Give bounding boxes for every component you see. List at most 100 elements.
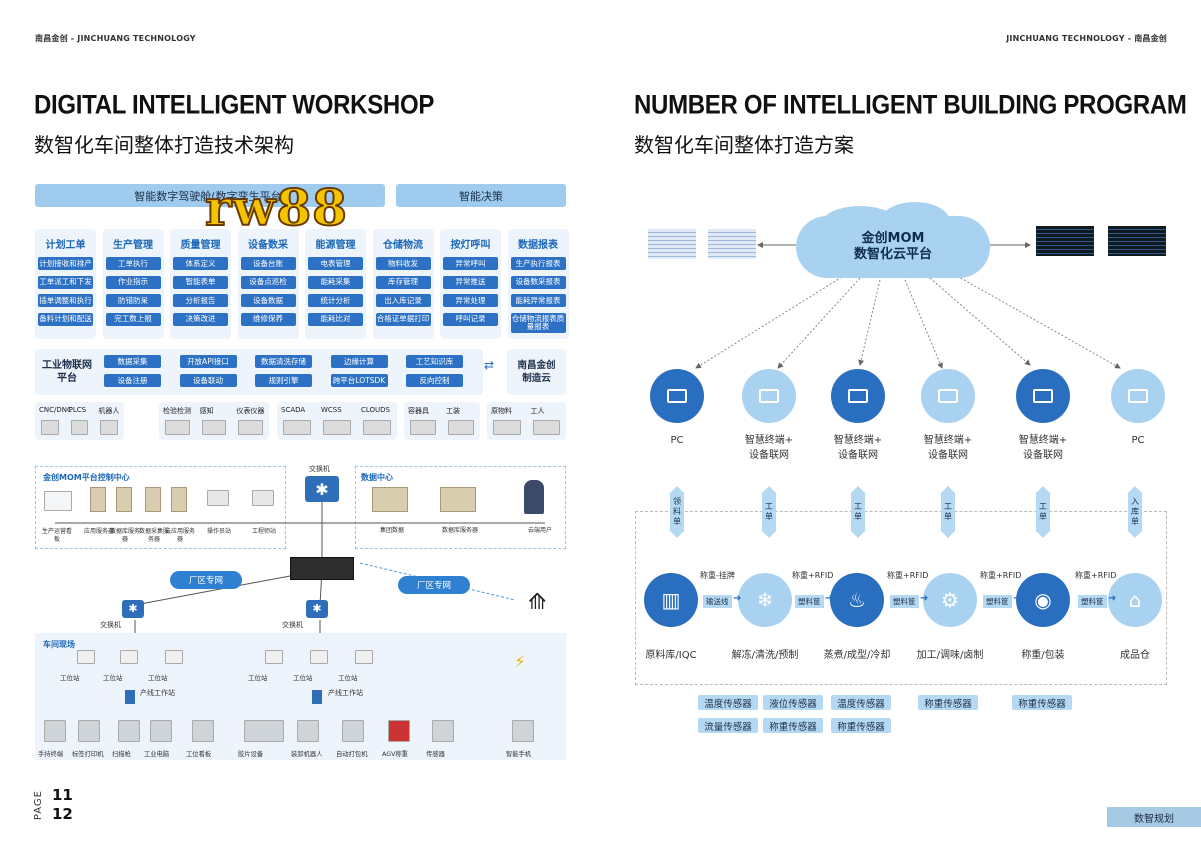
device-group-label: 工装 xyxy=(446,407,460,415)
module-column-head: 生产管理 xyxy=(113,240,153,251)
workstation-icon xyxy=(355,650,373,664)
floor-device-label: 标签打印机 xyxy=(72,751,104,758)
footer-section-tag: 数智规划 xyxy=(1107,807,1201,827)
iot-platform-label: 工业物联网平台 xyxy=(42,360,92,384)
module-column-head: 计划工单 xyxy=(45,240,86,251)
workstation-icon xyxy=(165,650,183,664)
floor-device-label: 工业电脑 xyxy=(144,751,170,758)
server-icon xyxy=(171,487,187,512)
terminal-icon xyxy=(848,389,868,403)
module-item: 出入库记录 xyxy=(375,294,431,307)
arrow-down-icon xyxy=(669,530,685,538)
iot-item: 开放API接口 xyxy=(179,355,237,368)
floor-device-icon xyxy=(244,720,284,742)
control-node-label: 云应用服务器 xyxy=(165,528,196,543)
process-circle: ♨ xyxy=(830,573,884,627)
module-item: 能耗比对 xyxy=(308,312,363,326)
terminal-circle xyxy=(650,369,704,423)
module-item: 工单派工和下发 xyxy=(38,275,93,289)
right-title-cn: 数智化车间整体打造方案 xyxy=(634,133,854,157)
line-station-icon-right xyxy=(312,690,322,704)
workstation-icon xyxy=(265,650,283,664)
module-item: 计划接收和排产 xyxy=(38,257,93,270)
device-thumbnail xyxy=(238,420,263,435)
arrow-down-icon xyxy=(850,530,866,538)
page-label: PAGE xyxy=(33,790,44,821)
cooking-icon: ⚙ xyxy=(941,588,959,612)
page-number-11: 11 xyxy=(52,786,73,804)
module-item: 插单调整和执行 xyxy=(38,294,93,307)
process-circle: ❄ xyxy=(738,573,792,627)
floor-device-icon xyxy=(388,720,410,742)
workstation-label: 工位站 xyxy=(338,674,358,682)
document-arrow: 工单 xyxy=(762,494,776,530)
sensor-tag: 称重传感器 xyxy=(1012,695,1072,710)
terminal-circle xyxy=(831,369,885,423)
module-item: 能耗异常报表 xyxy=(510,294,566,307)
report-thumbnail-1 xyxy=(648,229,696,259)
iot-item: 规则引擎 xyxy=(255,374,312,387)
terminal-circle xyxy=(742,369,796,423)
process-frame xyxy=(635,511,1167,685)
floor-device-icon xyxy=(78,720,100,742)
terminal-circle xyxy=(921,369,975,423)
terminal-label: 智慧终端+ 设备联网 xyxy=(729,434,809,463)
dashboard-icon xyxy=(44,491,72,511)
terminal-label-2: 设备联网 xyxy=(838,449,878,461)
module-item: 能耗采集 xyxy=(308,275,363,289)
terminal-icon xyxy=(1033,389,1053,403)
data-center-label: 数据库服务器 xyxy=(441,527,478,534)
module-item: 设备台账 xyxy=(240,257,296,270)
module-item: 呼叫记录 xyxy=(443,312,498,326)
device-thumbnail xyxy=(165,420,190,435)
smart-decision-bar: 智能决策 xyxy=(396,184,566,207)
module-item: 作业指示 xyxy=(105,275,161,289)
digital-cockpit-bar: 智能数字驾驶舱(数字孪生平台) xyxy=(35,184,385,207)
storage-server-icon xyxy=(440,487,476,512)
control-node-label: 操作员站 xyxy=(206,528,231,535)
floor-device-label: 手持终端 xyxy=(38,751,64,758)
sensor-tag: 称重传感器 xyxy=(918,695,978,710)
module-item: 设备数采报表 xyxy=(510,275,566,289)
edge-carrier: 塑料筐 xyxy=(983,595,1012,608)
process-label: 成品仓 xyxy=(1120,650,1150,661)
sensor-tag: 流量传感器 xyxy=(698,718,758,733)
double-arrow-icon: ⇄ xyxy=(484,358,495,372)
terminal-circle xyxy=(1111,369,1165,423)
computer-icon xyxy=(207,490,229,506)
device-group-label: 感知 xyxy=(199,407,214,415)
arrow-down-icon xyxy=(940,530,956,538)
arrow-up-icon xyxy=(669,486,685,494)
workstation-icon xyxy=(120,650,138,664)
core-switch-label: 交换机 xyxy=(309,465,330,473)
module-item: 统计分析 xyxy=(308,294,363,307)
core-switch-icon: ✱ xyxy=(305,476,339,502)
device-group-label: SCADA xyxy=(281,406,306,414)
terminal-label-1: 智慧终端+ xyxy=(1018,435,1068,446)
device-group-label: 仪表仪器 xyxy=(236,407,265,415)
terminal-label-2: 设备联网 xyxy=(928,449,968,461)
device-thumbnail xyxy=(448,420,474,435)
module-item: 异常呼叫 xyxy=(443,257,498,270)
arrow-up-icon xyxy=(940,486,956,494)
module-item: 仓储物流报表质量报表 xyxy=(510,312,566,333)
arrow-down-icon xyxy=(1035,530,1051,538)
arrow-down-icon xyxy=(1127,530,1143,538)
sensor-tag: 称重传感器 xyxy=(831,718,891,733)
module-item: 分析报告 xyxy=(173,294,228,307)
switch-icon-right: ✱ xyxy=(306,600,328,618)
header-left: 南昌金创 - JINCHUANG TECHNOLOGY xyxy=(35,34,196,43)
arrow-right-icon: ➜ xyxy=(1013,593,1022,604)
device-group-label: 检验检测 xyxy=(163,407,191,415)
arrow-down-icon xyxy=(761,530,777,538)
edge-carrier: 输送线 xyxy=(703,595,732,608)
switch-icon-left: ✱ xyxy=(122,600,144,618)
floor-device-icon xyxy=(192,720,214,742)
snowflake-icon: ❄ xyxy=(756,588,774,612)
module-item: 决策改进 xyxy=(173,312,228,326)
floor-device-icon xyxy=(150,720,172,742)
data-center-label: 云端用户 xyxy=(527,527,552,534)
arrow-up-icon xyxy=(1035,486,1051,494)
server-icon xyxy=(90,487,106,512)
floor-device-label: 胶片设备 xyxy=(238,751,264,758)
